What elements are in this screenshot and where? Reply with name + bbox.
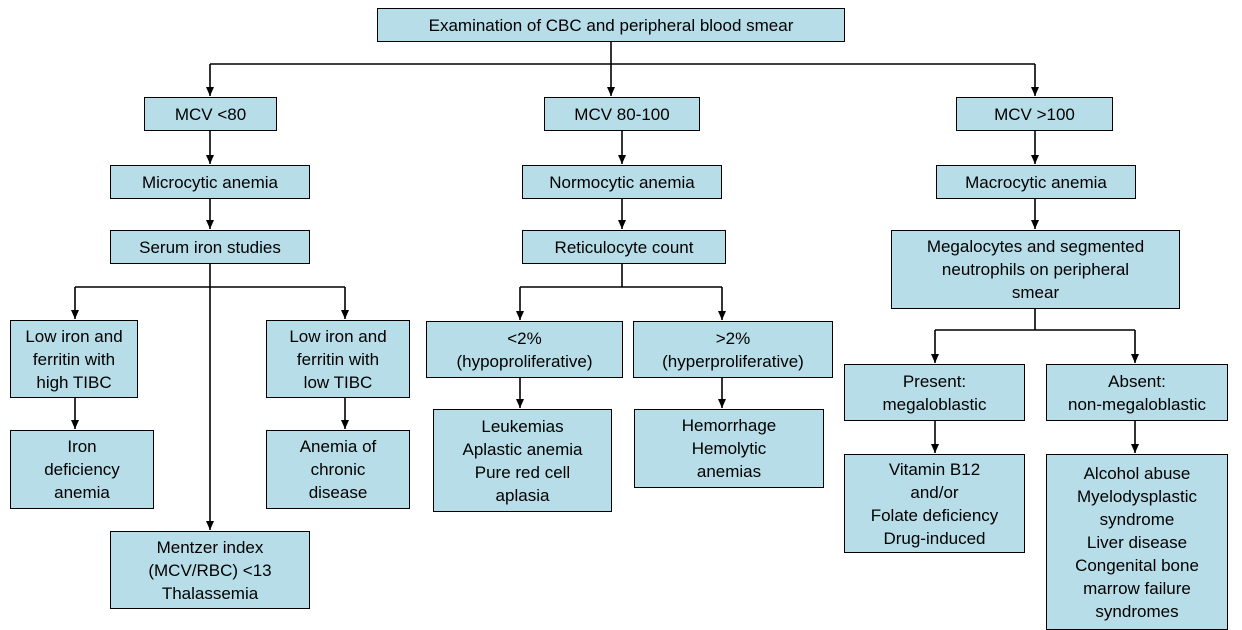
node-retic-high: >2% (hyperproliferative) [633, 321, 833, 378]
node-megaloblastic-causes: Vitamin B12 and/or Folate deficiency Dru… [844, 454, 1025, 553]
node-mcv-high: MCV >100 [956, 97, 1113, 131]
node-retic-low: <2% (hypoproliferative) [426, 321, 623, 378]
node-low-iron-low-tibc: Low iron and ferritin with low TIBC [266, 320, 410, 398]
node-megalocytes: Megalocytes and segmented neutrophils on… [891, 230, 1180, 309]
node-microcytic: Microcytic anemia [110, 165, 310, 199]
node-serum-iron: Serum iron studies [110, 230, 310, 264]
node-retic: Reticulocyte count [522, 230, 726, 264]
node-low-iron-high-tibc: Low iron and ferritin with high TIBC [10, 320, 138, 398]
node-mcv-mid: MCV 80-100 [544, 97, 700, 131]
node-absent: Absent: non-megaloblastic [1046, 364, 1228, 421]
node-normocytic: Normocytic anemia [522, 165, 722, 199]
node-iron-deficiency: Iron deficiency anemia [10, 430, 154, 509]
node-root: Examination of CBC and peripheral blood … [377, 8, 845, 42]
node-non-megaloblastic-causes: Alcohol abuse Myelodysplastic syndrome L… [1046, 454, 1228, 630]
node-mcv-low: MCV <80 [144, 97, 277, 131]
node-hypo-causes: Leukemias Aplastic anemia Pure red cell … [433, 409, 612, 512]
node-chronic-disease: Anemia of chronic disease [266, 430, 410, 509]
node-hyper-causes: Hemorrhage Hemolytic anemias [634, 409, 824, 488]
node-macrocytic: Macrocytic anemia [936, 165, 1136, 199]
node-mentzer: Mentzer index (MCV/RBC) <13 Thalassemia [110, 531, 310, 609]
node-present: Present: megaloblastic [844, 364, 1025, 421]
